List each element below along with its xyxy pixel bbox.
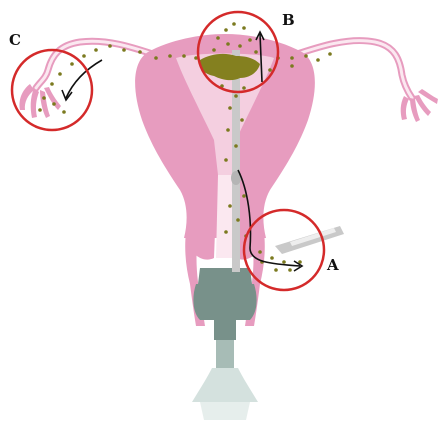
sperm-dot-icon	[228, 204, 232, 208]
sperm-dot-icon	[290, 56, 294, 60]
speculum-top	[198, 268, 252, 284]
sperm-dot-icon	[154, 56, 158, 60]
sperm-dot-icon	[122, 48, 126, 52]
sperm-dot-icon	[226, 42, 230, 46]
speculum-stem	[216, 340, 234, 368]
sperm-dot-icon	[182, 54, 186, 58]
sperm-dot-icon	[52, 102, 56, 106]
sperm-dot-icon	[290, 64, 294, 68]
speculum-body	[193, 284, 256, 340]
sperm-dot-icon	[82, 54, 86, 58]
sperm-dot-icon	[232, 22, 236, 26]
sperm-dot-icon	[70, 62, 74, 66]
sperm-dot-icon	[236, 218, 240, 222]
sperm-dot-icon	[228, 106, 232, 110]
sperm-dot-icon	[38, 108, 42, 112]
sperm-dot-icon	[58, 72, 62, 76]
sperm-dot-icon	[268, 68, 272, 72]
sperm-dot-icon	[234, 94, 238, 98]
sperm-dot-icon	[94, 48, 98, 52]
sperm-dot-icon	[108, 44, 112, 48]
sperm-dot-icon	[240, 118, 244, 122]
sperm-dot-icon	[282, 260, 286, 264]
speculum-foot	[200, 402, 250, 420]
sperm-dot-icon	[242, 26, 246, 30]
label-b: B	[282, 11, 295, 29]
cervical-canal	[216, 175, 234, 258]
sperm-dot-icon	[42, 96, 46, 100]
sperm-dot-icon	[328, 52, 332, 56]
sperm-dot-icon	[242, 86, 246, 90]
sperm-dot-icon	[248, 38, 252, 42]
sperm-dot-icon	[242, 194, 246, 198]
sperm-dot-icon	[168, 54, 172, 58]
label-c: C	[9, 31, 21, 49]
sperm-dot-icon	[224, 28, 228, 32]
label-a: A	[326, 256, 339, 274]
speculum-base	[192, 368, 258, 402]
sperm-dot-icon	[224, 230, 228, 234]
sperm-dot-icon	[304, 54, 308, 58]
sperm-dot-icon	[316, 58, 320, 62]
sperm-dot-icon	[270, 256, 274, 260]
sperm-dot-icon	[234, 144, 238, 148]
sperm-dot-icon	[138, 50, 142, 54]
sperm-dot-icon	[288, 268, 292, 272]
sperm-dot-icon	[258, 250, 262, 254]
sperm-dot-icon	[216, 36, 220, 40]
sperm-dot-icon	[224, 158, 228, 162]
sperm-dot-icon	[226, 128, 230, 132]
sperm-dot-icon	[274, 268, 278, 272]
sperm-dot-icon	[238, 44, 242, 48]
sperm-dot-icon	[254, 50, 258, 54]
catheter-tube	[232, 50, 240, 272]
sperm-dot-icon	[212, 48, 216, 52]
sperm-dot-icon	[50, 82, 54, 86]
left-fimbriae	[19, 84, 61, 118]
sperm-dot-icon	[62, 110, 66, 114]
speculum-icon	[192, 268, 258, 420]
